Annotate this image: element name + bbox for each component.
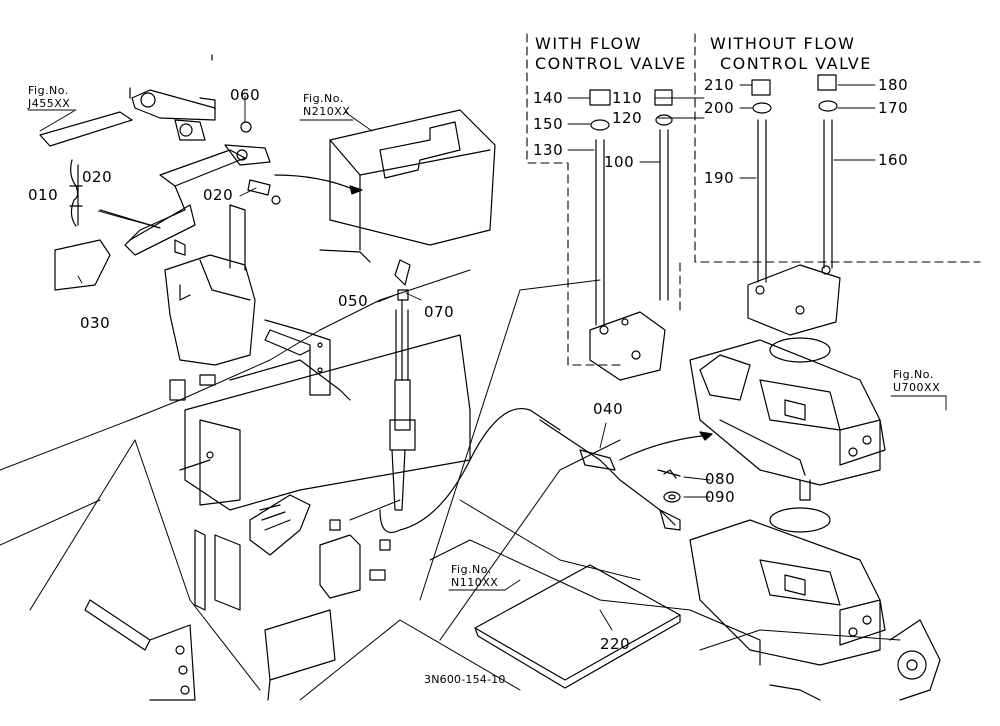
pin-and-washer [657,469,681,503]
fig-ref-n210xx: Fig.No. N210XX [303,92,350,118]
fig-ref-prefix: Fig.No. [893,368,934,381]
valve-body [589,264,941,701]
leader-lines [39,84,876,631]
fig-ref-u700xx: Fig.No. U700XX [893,368,940,394]
fig-ref-prefix: Fig.No. [28,84,69,97]
part-110: 110 [612,89,643,107]
fig-ref-n110xx: Fig.No. N110XX [451,563,498,589]
part-030: 030 [80,314,111,332]
part-130: 130 [533,141,564,159]
cable-assembly [274,174,713,534]
lever-assembly [39,54,281,291]
part-160: 160 [878,151,909,169]
part-020-a: 020 [82,168,113,186]
with-flow-control-frame [526,33,981,366]
fig-ref-prefix: Fig.No. [451,563,492,576]
part-060: 060 [230,86,261,104]
part-150: 150 [533,115,564,133]
fig-ref-j455xx: Fig.No. J455XX [28,84,70,110]
part-070: 070 [424,303,455,321]
fig-ref-code: J455XX [28,97,71,110]
fig-ref-code: N110XX [451,576,499,589]
stud-bolts [589,74,838,326]
heading-without-flow-line1: WITHOUT FLOW [710,34,856,53]
part-040: 040 [593,400,624,418]
fig-ref-code: N210XX [303,105,351,118]
part-020-b: 020 [203,186,234,204]
part-100: 100 [604,153,635,171]
manual-book [474,564,681,689]
part-190: 190 [704,169,735,187]
part-050: 050 [338,292,369,310]
part-090: 090 [705,488,736,506]
part-200: 200 [704,99,735,117]
drawing-number: 3N600-154-10 [424,673,506,686]
fig-ref-prefix: Fig.No. [303,92,344,105]
part-210: 210 [704,76,735,94]
part-220: 220 [600,635,631,653]
part-010: 010 [28,186,59,204]
part-120: 120 [612,109,643,127]
fig-ref-code: U700XX [893,381,941,394]
part-080: 080 [705,470,736,488]
heading-with-flow-line2: CONTROL VALVE [535,54,687,73]
control-box [319,109,496,263]
part-180: 180 [878,76,909,94]
part-170: 170 [878,99,909,117]
housing-outline [0,269,901,701]
bracket-assembly [84,204,471,701]
part-140: 140 [533,89,564,107]
fig-ref-underlines [27,109,947,591]
heading-without-flow-line2: CONTROL VALVE [720,54,872,73]
heading-with-flow-line1: WITH FLOW [535,34,642,53]
